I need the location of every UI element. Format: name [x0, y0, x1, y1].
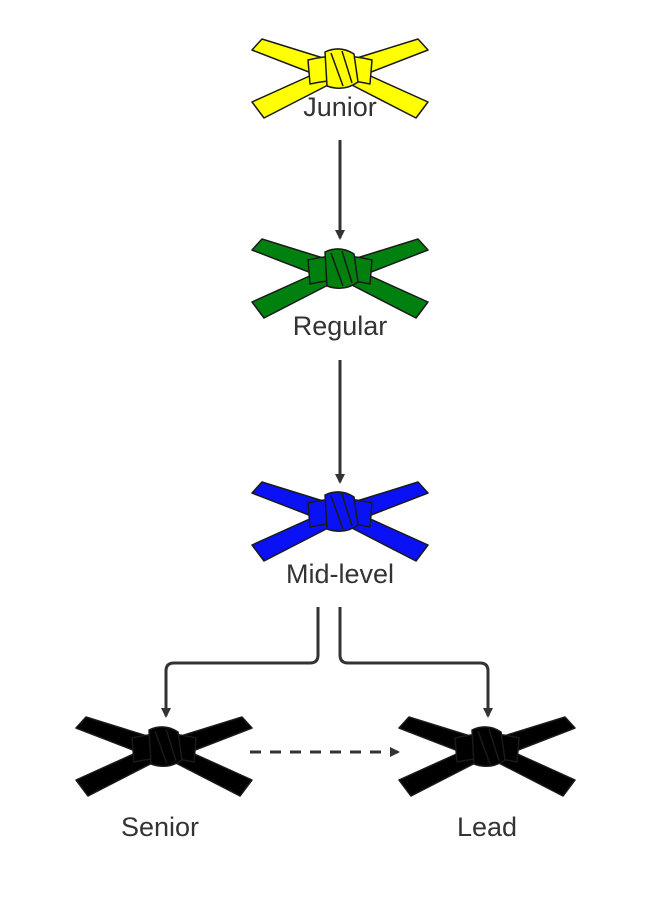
black-belt-icon — [75, 716, 253, 797]
level-label-lead: Lead — [457, 812, 517, 842]
level-label-regular: Regular — [293, 311, 388, 341]
blue-belt-icon — [251, 481, 429, 562]
green-belt-icon — [251, 238, 429, 319]
level-label-midlevel: Mid-level — [286, 559, 394, 589]
black-belt-icon — [398, 716, 576, 797]
connectors — [161, 140, 493, 757]
arrow-midlevel-to-senior — [161, 607, 320, 718]
yellow-belt-icon — [251, 38, 429, 119]
level-label-senior: Senior — [121, 812, 199, 842]
level-label-junior: Junior — [303, 92, 377, 122]
belts — [75, 38, 576, 797]
arrow-midlevel-to-lead — [338, 607, 493, 718]
